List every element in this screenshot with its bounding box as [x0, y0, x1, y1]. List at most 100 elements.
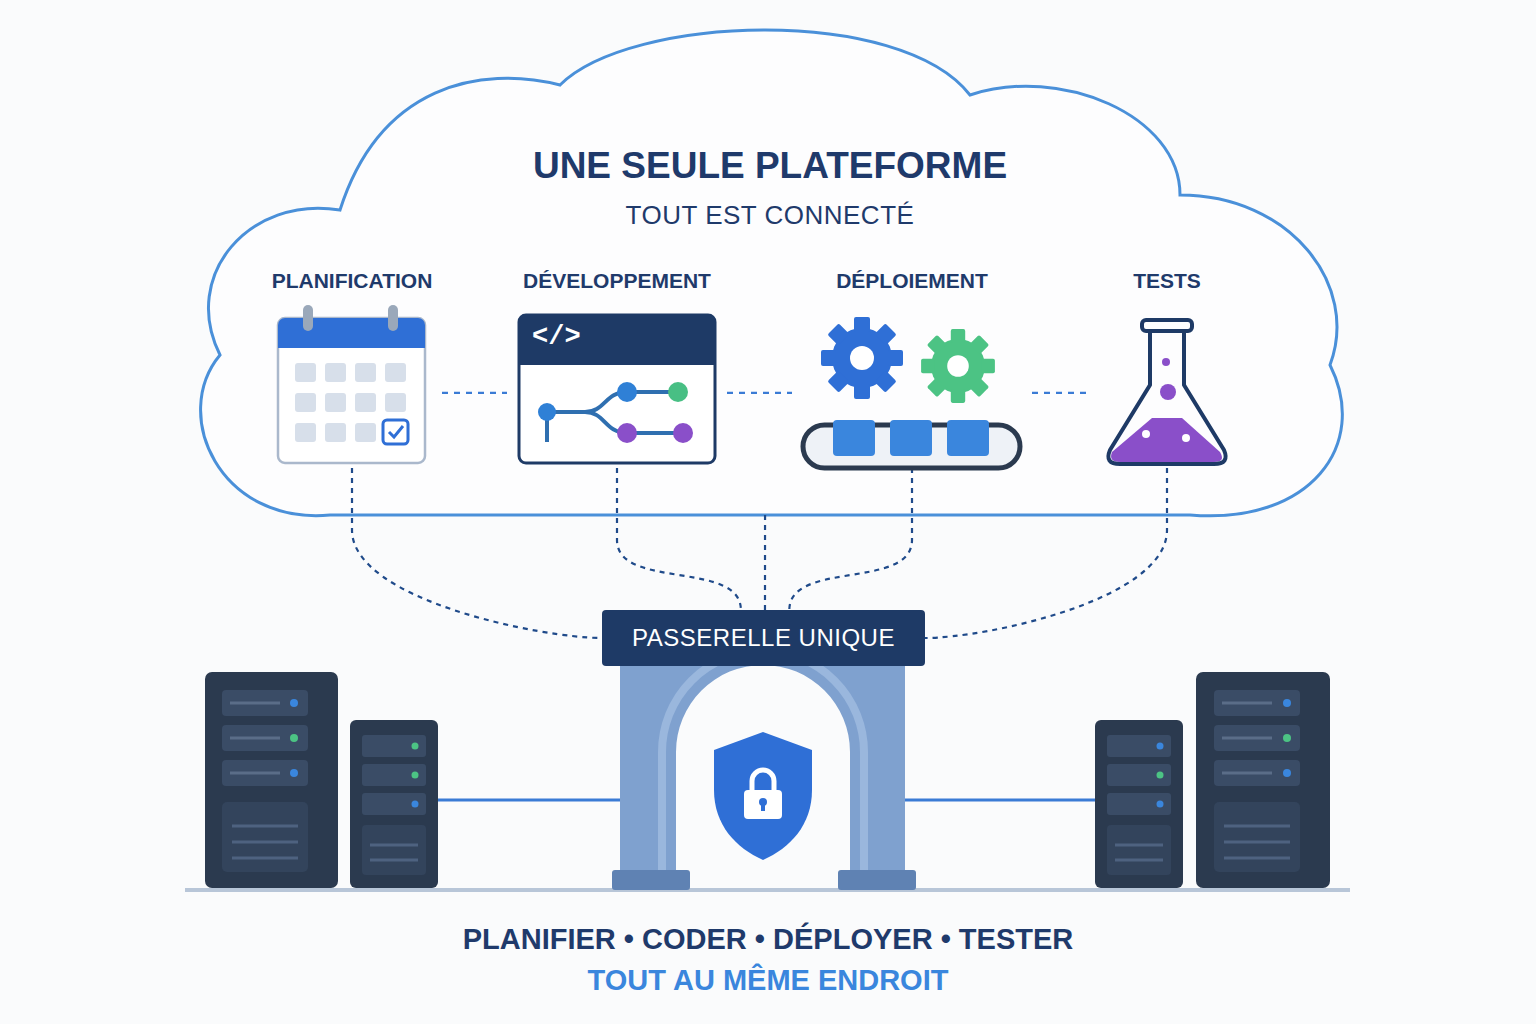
code-window-icon: [545, 412, 549, 442]
security-shield: [714, 732, 812, 860]
security-shield: [744, 790, 782, 819]
server-large: [1222, 702, 1272, 705]
deployment-icon: [821, 317, 903, 399]
server-small: [362, 735, 426, 757]
dashed-connector: [352, 468, 602, 638]
calendar-icon: [385, 363, 406, 382]
server-small: [1115, 859, 1163, 862]
server-large: [1283, 734, 1291, 742]
server-small: [1095, 720, 1183, 888]
server-large: [1222, 772, 1272, 775]
server-small: [362, 764, 426, 786]
gateway-box: PASSERELLE UNIQUE: [602, 610, 925, 666]
server-large: [230, 702, 280, 705]
server-large: [222, 760, 308, 786]
server-large: [1214, 802, 1300, 872]
calendar-icon: [389, 426, 403, 437]
cloud-title: UNE SEULE PLATEFORME: [180, 145, 1360, 187]
calendar-icon: [295, 393, 316, 412]
caption: PLANIFIER • CODER • DÉPLOYER • TESTER: [0, 923, 1536, 956]
server-large: [232, 825, 298, 828]
code-window-icon: [519, 315, 715, 463]
calendar-icon: [355, 393, 376, 412]
flask-icon: [1160, 384, 1176, 400]
server-small: [370, 859, 418, 862]
server-small: [1107, 793, 1171, 815]
dashed-connector: [442, 392, 507, 394]
calendar-icon: [325, 423, 346, 442]
calendar-icon: [388, 305, 398, 331]
ground-line: [185, 888, 1350, 892]
server-small: [362, 825, 426, 875]
stage-heading: TESTS: [1133, 269, 1201, 293]
server-small: [1107, 764, 1171, 786]
cloud-subtitle: TOUT EST CONNECTÉ: [180, 200, 1360, 231]
security-shield: [752, 770, 774, 792]
network-wire: [438, 799, 622, 802]
server-small: [1095, 720, 1183, 888]
code-window-icon: [585, 412, 683, 433]
server-large: [232, 841, 298, 844]
calendar-icon: [355, 363, 376, 382]
server-large: [230, 772, 280, 775]
server-small: [350, 720, 438, 888]
dashed-connector: [727, 392, 792, 394]
deployment-icon: [921, 329, 995, 403]
server-large: [290, 769, 298, 777]
deployment-icon: [803, 317, 1020, 468]
calendar-icon: [325, 393, 346, 412]
flask-icon: [1108, 320, 1225, 464]
server-small: [1157, 801, 1164, 808]
server-small: [1107, 825, 1171, 875]
gateway-label: PASSERELLE UNIQUE: [602, 610, 925, 666]
calendar-icon: [278, 318, 425, 463]
server-large: [205, 672, 338, 888]
dashed-connector: [617, 468, 741, 610]
server-large: [290, 734, 298, 742]
calendar-icon: [303, 305, 313, 331]
flask-icon: [1108, 330, 1225, 464]
stage-heading: PLANIFICATION: [272, 269, 433, 293]
server-large: [222, 725, 308, 751]
server-large: [1283, 699, 1291, 707]
server-large: [1214, 725, 1300, 751]
flask-icon: [1182, 434, 1190, 442]
stage-heading: DÉPLOIEMENT: [836, 269, 988, 293]
calendar-icon: [278, 318, 425, 348]
code-window-icon: [547, 392, 678, 412]
network-wire: [903, 799, 1095, 802]
server-large: [1196, 672, 1330, 888]
security-shield: [714, 732, 812, 860]
server-small: [412, 801, 419, 808]
code-window-icon: [617, 382, 637, 402]
flask-icon: [1142, 430, 1150, 438]
gateway-arch: [612, 870, 690, 890]
server-large: [1222, 737, 1272, 740]
calendar-icon: [355, 423, 376, 442]
server-small: [1157, 772, 1164, 779]
server-small: [1115, 844, 1163, 847]
calendar-icon: [385, 393, 406, 412]
stage-tests: TESTS: [1087, 265, 1247, 468]
flask-icon: [1162, 358, 1170, 366]
server-large: [1214, 690, 1300, 716]
code-window-icon: [617, 423, 637, 443]
code-window-icon: [538, 403, 556, 421]
stage-development: DÉVELOPPEMENT: [507, 265, 727, 468]
server-large: [232, 857, 298, 860]
stage-deployment: DÉPLOIEMENT: [792, 265, 1032, 468]
server-large: [1224, 825, 1290, 828]
server-large: [230, 737, 280, 740]
dashed-connector: [925, 468, 1167, 638]
cloud-outline: [201, 30, 1343, 516]
deployment-icon: [890, 420, 932, 456]
security-shield: [761, 802, 765, 811]
calendar-icon: [278, 305, 425, 463]
server-large: [222, 690, 308, 716]
deployment-icon: [833, 420, 875, 456]
code-window-icon: [668, 382, 688, 402]
stage-heading: DÉVELOPPEMENT: [523, 269, 711, 293]
deployment-icon: [947, 420, 989, 456]
server-small: [1157, 743, 1164, 750]
